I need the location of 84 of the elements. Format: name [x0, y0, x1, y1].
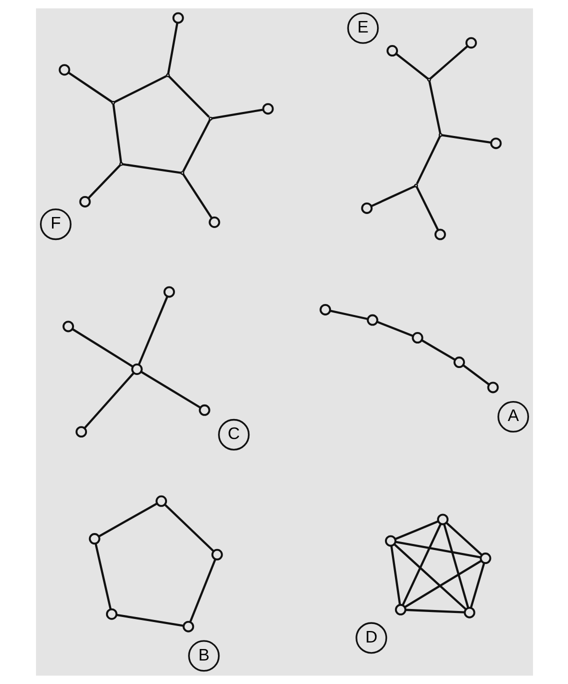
- connector: [188, 558, 216, 622]
- node-circle: [172, 12, 184, 24]
- connector: [442, 524, 469, 608]
- node-circle: F: [39, 208, 71, 240]
- connector: [394, 520, 438, 540]
- connector: [404, 560, 482, 608]
- node-point: [426, 78, 431, 82]
- connector: [67, 72, 112, 103]
- connector: [429, 45, 468, 80]
- node-circle: [75, 426, 87, 438]
- node-point: [208, 116, 212, 120]
- connector: [116, 614, 184, 627]
- connector: [211, 108, 263, 120]
- node-circle: [198, 404, 210, 416]
- node-circle: [386, 45, 398, 56]
- connector: [164, 504, 214, 552]
- node-circle: [210, 548, 222, 560]
- connector: [94, 544, 112, 610]
- node-circle: [436, 514, 448, 526]
- connector: [395, 53, 428, 80]
- connector: [393, 543, 466, 610]
- node-circle: [162, 286, 174, 298]
- node-circle: A: [497, 401, 529, 433]
- connector: [112, 104, 122, 163]
- node-circle: [464, 37, 476, 49]
- node-point: [110, 100, 115, 105]
- connector: [370, 185, 415, 208]
- connector: [462, 364, 490, 386]
- connector: [416, 136, 440, 184]
- node-circle: [384, 535, 396, 547]
- connector: [83, 372, 134, 429]
- connector: [182, 119, 210, 172]
- node-circle: [411, 332, 423, 344]
- node-point: [414, 184, 418, 188]
- node-circle: [130, 364, 142, 375]
- node-point: [180, 171, 184, 175]
- node-circle: [360, 202, 372, 214]
- connector: [140, 371, 200, 409]
- connector: [330, 310, 368, 320]
- node-circle: [479, 552, 491, 564]
- node-circle: [182, 620, 194, 632]
- connector: [395, 540, 480, 558]
- connector: [376, 320, 413, 337]
- node-circle: [155, 495, 167, 507]
- connector: [415, 186, 439, 231]
- node-circle: [208, 216, 220, 228]
- node-circle: D: [355, 622, 387, 654]
- connector: [441, 134, 491, 144]
- node-circle: C: [218, 418, 250, 450]
- node-circle: E: [346, 12, 378, 44]
- node-circle: [105, 608, 117, 620]
- node-circle: [490, 138, 502, 150]
- node-circle: [366, 314, 378, 326]
- node-circle: B: [188, 640, 220, 672]
- connector: [428, 80, 441, 134]
- connector: [168, 76, 210, 118]
- node-circle: [434, 228, 446, 240]
- connector: [87, 164, 120, 199]
- connector: [469, 562, 485, 608]
- node-circle: [262, 103, 274, 115]
- connector: [72, 328, 133, 368]
- connector: [446, 522, 482, 556]
- node-point: [166, 73, 170, 78]
- node-circle: [394, 604, 406, 616]
- node-point: [438, 133, 442, 137]
- node-circle: [58, 64, 70, 76]
- connector: [98, 502, 157, 538]
- node-point: [118, 162, 123, 166]
- connector: [137, 296, 168, 366]
- connector: [401, 524, 442, 606]
- node-circle: [453, 356, 464, 368]
- connector: [405, 608, 464, 614]
- node-circle: [78, 196, 90, 208]
- node-circle: [486, 382, 498, 394]
- connector: [166, 22, 178, 74]
- node-circle: [62, 320, 74, 332]
- connector: [114, 75, 166, 104]
- node-circle: [319, 304, 331, 316]
- connector: [420, 339, 456, 361]
- node-circle: [88, 533, 100, 545]
- connector: [122, 163, 181, 174]
- connector: [182, 174, 212, 219]
- node-circle: [463, 606, 475, 618]
- connector: [390, 546, 400, 605]
